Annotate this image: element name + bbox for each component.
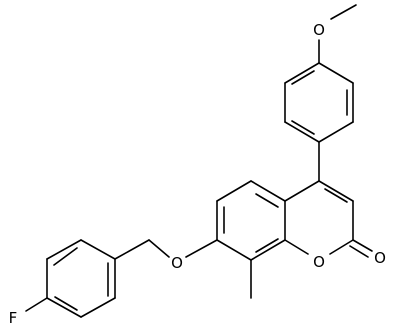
bond-fluorine [25,297,48,312]
fluorine-label: F [9,309,18,327]
benzyl-ether-link [114,239,218,260]
ether-oxygen-label: O [171,254,183,272]
pyranone-ring [284,180,354,255]
carbonyl-oxygen-label: O [374,249,386,267]
methoxyphenyl-ring [284,62,354,143]
carbonyl-group [349,239,373,258]
benzo-ring [216,180,286,261]
bond-methyl-methoxy [330,4,357,20]
methoxy-oxygen-label: O [313,21,325,39]
fluorophenyl-ring [46,239,116,318]
methoxy-group [318,4,357,64]
ring-oxygen-label: O [313,253,325,271]
